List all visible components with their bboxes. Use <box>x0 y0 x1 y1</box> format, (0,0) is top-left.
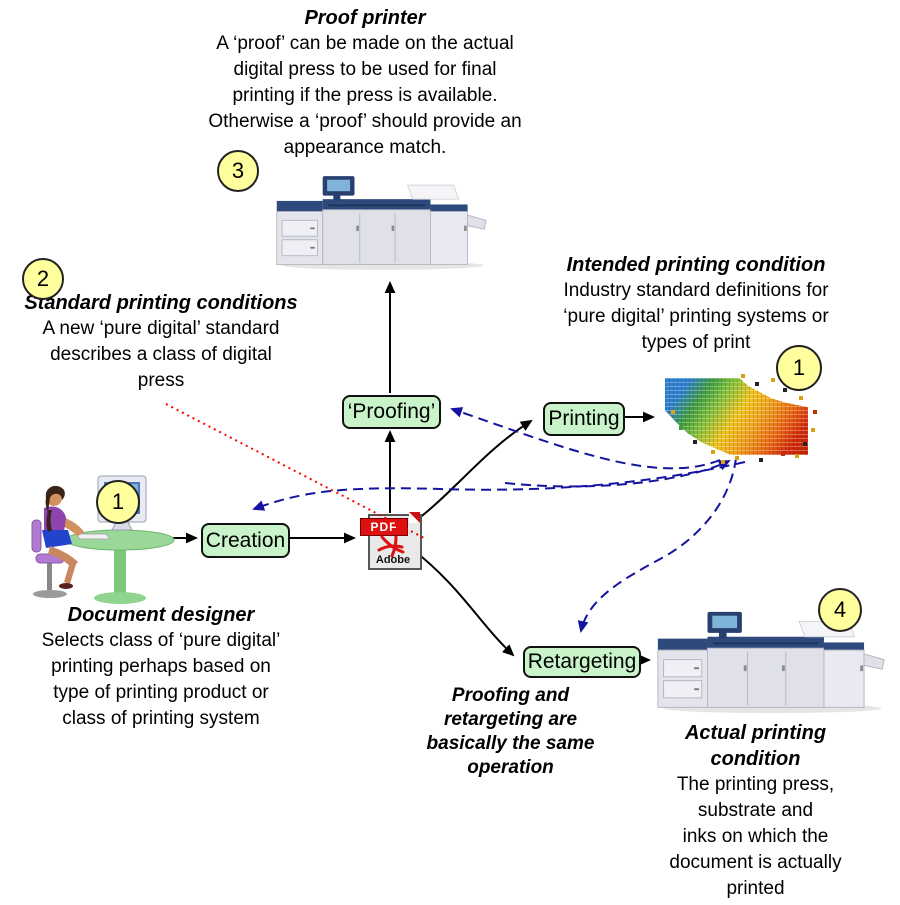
node-creation: Creation <box>201 523 290 558</box>
dashed-condition-links <box>252 407 746 633</box>
dashed-to-intended-image <box>504 460 731 488</box>
node-retargeting-label: Retargeting <box>527 650 637 673</box>
same-operation-line: operation <box>467 757 554 778</box>
proof-printer-line: digital press to be used for final <box>233 59 497 80</box>
print-sample-scatter-dots <box>663 376 667 380</box>
pdf-document-icon: PDF Adobe <box>360 510 422 570</box>
actual-condition-title: Actual printing <box>684 722 827 744</box>
proof-printer-line: appearance match. <box>283 137 447 158</box>
same-operation-note: Proofing and retargeting are basically t… <box>408 684 613 780</box>
arrow-pdf-to-printing <box>408 419 533 527</box>
step-badge-4: 4 <box>818 588 862 632</box>
node-proofing-label: ‘Proofing’ <box>347 400 436 423</box>
node-proofing: ‘Proofing’ <box>342 395 441 429</box>
node-retargeting: Retargeting <box>523 646 641 678</box>
actual-condition-line: substrate and <box>697 800 814 821</box>
proof-printer-note: Proof printer A ‘proof’ can be made on t… <box>165 5 565 161</box>
document-designer-line: class of printing system <box>62 708 260 729</box>
document-designer-title: Document designer <box>67 604 255 626</box>
dashed-intended-to-retargeting <box>577 457 737 633</box>
step-badge-1-intended: 1 <box>776 345 822 391</box>
step-badge-1-designer-label: 1 <box>111 489 125 514</box>
intended-condition-title: Intended printing condition <box>566 254 826 276</box>
proof-printer-line: A ‘proof’ can be made on the actual <box>216 33 514 54</box>
step-badge-2-label: 2 <box>36 266 50 291</box>
same-operation-line: retargeting are <box>443 709 578 730</box>
intended-condition-line: ‘pure digital’ printing systems or <box>563 306 829 327</box>
standard-conditions-line: A new ‘pure digital’ standard <box>42 318 280 339</box>
same-operation-line: basically the same <box>426 733 595 754</box>
actual-condition-title: condition <box>710 748 801 770</box>
step-badge-2: 2 <box>22 258 64 300</box>
document-designer-line: Selects class of ‘pure digital’ <box>41 630 281 651</box>
proof-printer-line: Otherwise a ‘proof’ should provide an <box>208 111 522 132</box>
actual-condition-line: The printing press, <box>676 774 835 795</box>
digital-press-graphic <box>657 611 885 714</box>
pdf-fold-corner <box>409 512 420 523</box>
step-badge-3: 3 <box>217 150 259 192</box>
actual-condition-line: document is actually <box>669 852 842 873</box>
actual-condition-line: printed <box>726 878 785 899</box>
document-designer-line: type of printing product or <box>53 682 269 703</box>
document-designer-note: Document designer Selects class of ‘pure… <box>2 602 320 732</box>
intended-condition-line: types of print <box>641 332 751 353</box>
node-printing: Printing <box>543 402 625 436</box>
actual-condition-note: Actual printing condition The printing p… <box>628 720 883 902</box>
solid-workflow-arrows <box>128 281 655 666</box>
dashed-intended-to-creation <box>252 461 746 511</box>
standard-conditions-line: describes a class of digital <box>50 344 272 365</box>
dashed-intended-to-proofing <box>450 407 721 470</box>
standard-conditions-line: press <box>137 370 185 391</box>
standard-conditions-note: Standard printing conditions A new ‘pure… <box>0 290 322 394</box>
actual-condition-line: inks on which the <box>682 826 829 847</box>
same-operation-line: Proofing and <box>451 685 570 706</box>
pdf-brand-label: Adobe <box>375 554 411 566</box>
step-badge-3-label: 3 <box>231 158 245 183</box>
document-designer-line: printing perhaps based on <box>51 656 271 677</box>
node-creation-label: Creation <box>205 528 286 552</box>
node-printing-label: Printing <box>548 407 620 430</box>
proof-printer-title: Proof printer <box>304 7 426 29</box>
intended-condition-note: Intended printing condition Industry sta… <box>528 252 864 356</box>
proof-printer-line: printing if the press is available. <box>232 85 498 106</box>
step-badge-1-designer: 1 <box>96 480 140 524</box>
digital-press-graphic <box>276 176 487 270</box>
step-badge-4-label: 4 <box>833 597 847 622</box>
proof-printer-image <box>276 176 487 270</box>
intended-condition-line: Industry standard definitions for <box>563 280 829 301</box>
step-badge-1-intended-label: 1 <box>792 355 806 380</box>
actual-printer-image <box>657 611 885 714</box>
standard-conditions-title: Standard printing conditions <box>24 292 298 314</box>
arrow-pdf-to-retargeting <box>410 547 515 657</box>
